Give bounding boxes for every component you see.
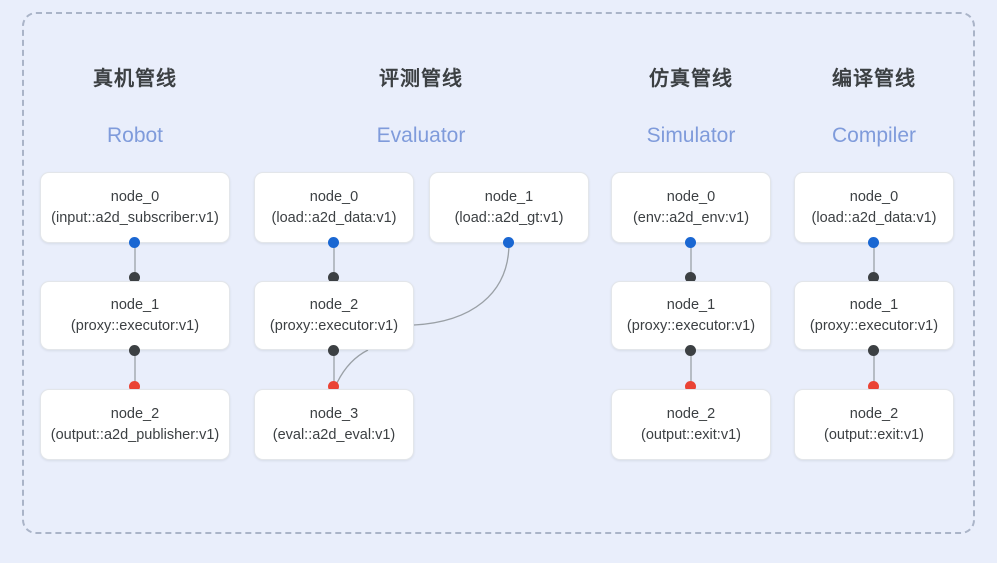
node-compiler-1[interactable]: node_1 (proxy::executor:v1)	[794, 281, 954, 350]
node-label-type: (proxy::executor:v1)	[269, 317, 399, 334]
column-subtitle-evaluator: Evaluator	[376, 124, 466, 147]
column-title-robot: 真机管线	[93, 68, 177, 90]
node-label-name: node_0	[110, 188, 160, 205]
column-subtitle-simulator: Simulator	[646, 124, 736, 147]
node-compiler-2[interactable]: node_2 (output::exit:v1)	[794, 389, 954, 460]
port-output-evaluator-0[interactable]	[328, 237, 339, 248]
port-input-compiler-1[interactable]	[868, 272, 879, 283]
node-simulator-1[interactable]: node_1 (proxy::executor:v1)	[611, 281, 771, 350]
port-input-robot-1[interactable]	[129, 272, 140, 283]
port-output-evaluator-1[interactable]	[503, 237, 514, 248]
node-robot-2[interactable]: node_2 (output::a2d_publisher:v1)	[40, 389, 230, 460]
node-evaluator-3[interactable]: node_3 (eval::a2d_eval:v1)	[254, 389, 414, 460]
port-output-evaluator-2[interactable]	[328, 345, 339, 356]
node-evaluator-0[interactable]: node_0 (load::a2d_data:v1)	[254, 172, 414, 243]
node-compiler-0[interactable]: node_0 (load::a2d_data:v1)	[794, 172, 954, 243]
node-label-type: (output::exit:v1)	[641, 426, 741, 443]
node-label-type: (input::a2d_subscriber:v1)	[51, 209, 219, 226]
node-label-type: (load::a2d_gt:v1)	[454, 209, 564, 226]
node-label-type: (eval::a2d_eval:v1)	[272, 426, 396, 443]
node-label-type: (proxy::executor:v1)	[70, 317, 200, 334]
port-output-compiler-1[interactable]	[868, 345, 879, 356]
node-simulator-0[interactable]: node_0 (env::a2d_env:v1)	[611, 172, 771, 243]
port-input-evaluator-2[interactable]	[328, 272, 339, 283]
node-robot-1[interactable]: node_1 (proxy::executor:v1)	[40, 281, 230, 350]
node-label-name: node_1	[484, 188, 534, 205]
node-label-name: node_0	[666, 188, 716, 205]
node-label-type: (env::a2d_env:v1)	[632, 209, 750, 226]
node-label-name: node_2	[666, 405, 716, 422]
node-label-name: node_0	[849, 188, 899, 205]
node-label-type: (output::a2d_publisher:v1)	[50, 426, 220, 443]
node-label-type: (proxy::executor:v1)	[626, 317, 756, 334]
node-label-name: node_2	[309, 296, 359, 313]
node-label-type: (load::a2d_data:v1)	[811, 209, 937, 226]
column-title-evaluator: 评测管线	[379, 68, 463, 90]
node-label-name: node_1	[849, 296, 899, 313]
port-output-simulator-1[interactable]	[685, 345, 696, 356]
node-evaluator-1[interactable]: node_1 (load::a2d_gt:v1)	[429, 172, 589, 243]
port-input-compiler-2[interactable]	[868, 381, 879, 392]
node-label-type: (proxy::executor:v1)	[809, 317, 939, 334]
node-label-name: node_1	[666, 296, 716, 313]
node-label-name: node_3	[309, 405, 359, 422]
node-label-type: (load::a2d_data:v1)	[271, 209, 397, 226]
column-title-compiler: 编译管线	[832, 68, 916, 90]
port-output-robot-1[interactable]	[129, 345, 140, 356]
node-label-name: node_1	[110, 296, 160, 313]
column-title-simulator: 仿真管线	[649, 68, 733, 90]
port-input-evaluator-3[interactable]	[328, 381, 339, 392]
column-subtitle-robot: Robot	[106, 124, 164, 147]
node-evaluator-2[interactable]: node_2 (proxy::executor:v1)	[254, 281, 414, 350]
port-output-simulator-0[interactable]	[685, 237, 696, 248]
node-label-type: (output::exit:v1)	[824, 426, 924, 443]
port-input-simulator-2[interactable]	[685, 381, 696, 392]
port-output-robot-0[interactable]	[129, 237, 140, 248]
node-label-name: node_2	[849, 405, 899, 422]
port-output-compiler-0[interactable]	[868, 237, 879, 248]
column-subtitle-compiler: Compiler	[831, 124, 917, 147]
node-label-name: node_2	[110, 405, 160, 422]
port-input-robot-2[interactable]	[129, 381, 140, 392]
node-label-name: node_0	[309, 188, 359, 205]
node-simulator-2[interactable]: node_2 (output::exit:v1)	[611, 389, 771, 460]
port-input-simulator-1[interactable]	[685, 272, 696, 283]
node-robot-0[interactable]: node_0 (input::a2d_subscriber:v1)	[40, 172, 230, 243]
